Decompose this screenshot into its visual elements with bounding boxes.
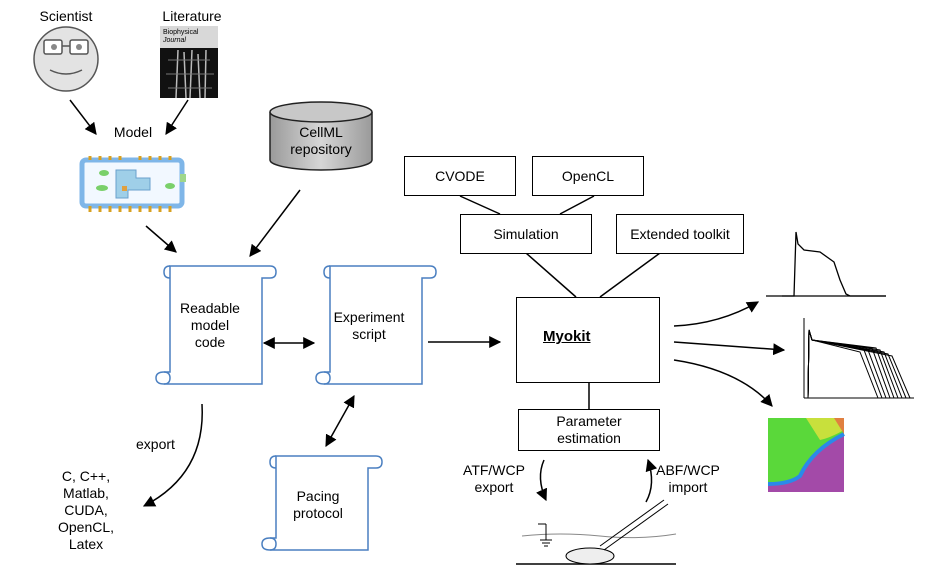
extended-toolkit-label: Extended toolkit <box>630 225 730 242</box>
cvode-box: CVODE <box>404 156 516 196</box>
flow-arrows <box>69 99 786 507</box>
myokit-label: Myokit <box>543 328 591 345</box>
abf-wcp-import-label: ABF/WCP import <box>656 462 720 495</box>
opencl-label: OpenCL <box>561 167 615 184</box>
myokit-box: Myokit <box>516 297 660 383</box>
model-code-scroll <box>155 265 277 385</box>
cvode-label: CVODE <box>435 167 485 184</box>
cellml-repository-cylinder <box>269 101 373 171</box>
tree-connectors <box>459 195 661 409</box>
export-targets-list: C, C++, Matlab, CUDA, OpenCL, Latex <box>57 468 115 552</box>
action-potential-family-plot <box>803 318 914 399</box>
parameter-estimation-box: Parameter estimation <box>518 409 660 451</box>
journal-title-line1: Biophysical <box>163 29 199 36</box>
simulation-box: Simulation <box>460 214 592 254</box>
simulation-label: Simulation <box>493 225 559 242</box>
scientist-label: Scientist <box>39 8 93 24</box>
export-label: export <box>136 436 175 452</box>
parameter-estimation-label: Parameter estimation <box>556 413 622 446</box>
action-potential-plot <box>766 231 886 297</box>
scientist-face-icon <box>33 26 99 92</box>
literature-label: Literature <box>162 8 222 24</box>
model-label: Model <box>113 124 153 140</box>
cellml-repository-label: CellML repository <box>290 124 352 157</box>
heatmap-image <box>767 418 845 492</box>
opencl-box: OpenCL <box>532 156 644 196</box>
experiment-script-label: Experiment script <box>333 309 405 342</box>
patch-clamp-image <box>516 499 677 565</box>
atf-wcp-export-label: ATF/WCP export <box>463 462 525 495</box>
cell-model-image <box>79 156 186 212</box>
journal-cover-image <box>160 26 218 99</box>
pacing-protocol-label: Pacing protocol <box>293 488 343 521</box>
experiment-script-scroll <box>315 265 437 385</box>
journal-title-line2: Journal <box>163 37 186 44</box>
pacing-protocol-scroll <box>261 455 383 551</box>
extended-toolkit-box: Extended toolkit <box>616 214 744 254</box>
model-code-label: Readable model code <box>180 300 240 350</box>
